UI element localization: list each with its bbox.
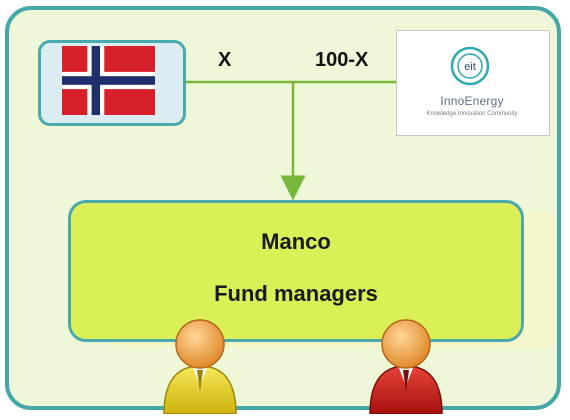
right-share-label: 100-X (315, 49, 369, 71)
manco-subtitle: Fund managers (214, 281, 378, 306)
eit-logo-tagline: Knowledge Innovation Community (426, 111, 518, 117)
svg-text:eit: eit (464, 61, 476, 73)
manco-box (68, 200, 524, 342)
person-yellow-icon (163, 319, 237, 414)
eit-logo-icon: eit (450, 46, 490, 86)
manco-title: Manco (261, 229, 331, 254)
eit-logo-name: InnoEnergy (440, 94, 504, 108)
norway-flag-icon (62, 46, 155, 115)
left-share-label: X (218, 49, 232, 71)
person-red-icon (369, 319, 443, 414)
